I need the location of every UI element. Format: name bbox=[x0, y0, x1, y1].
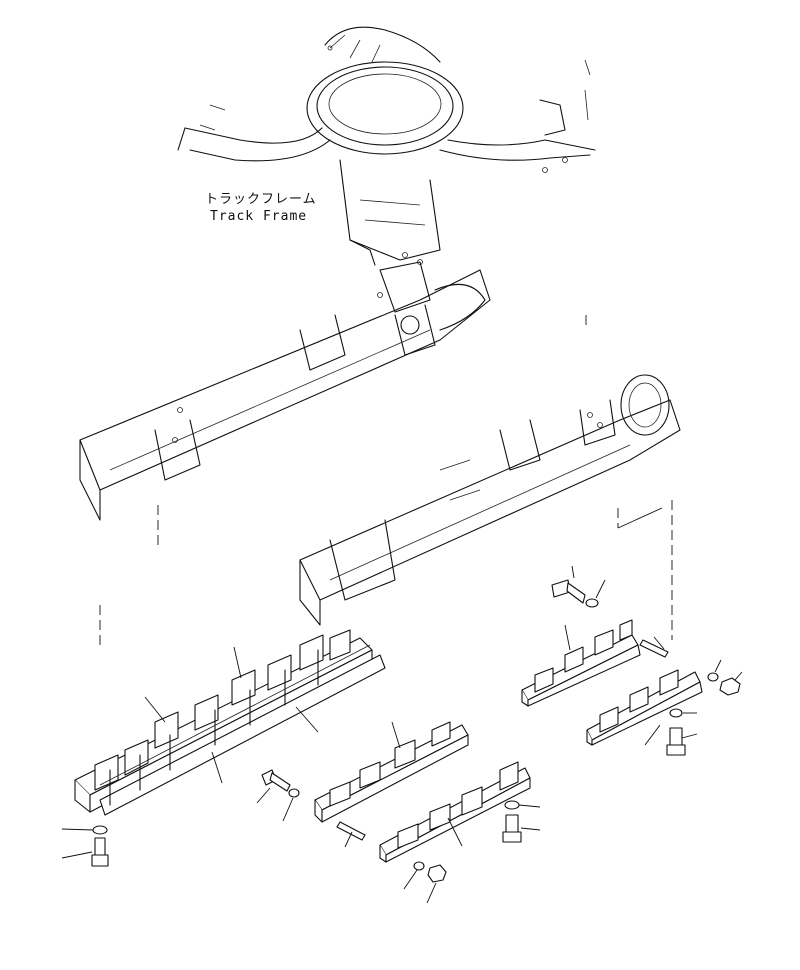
bolt-upper-right bbox=[551, 579, 586, 604]
nut-right bbox=[719, 677, 741, 696]
washer-bottom bbox=[413, 861, 425, 871]
middle-guard-left bbox=[314, 721, 469, 823]
washer-upper-right bbox=[585, 598, 599, 608]
upper-body-assembly bbox=[177, 26, 596, 266]
fasteners bbox=[91, 579, 741, 883]
nut-bottom bbox=[427, 864, 447, 883]
track-frame-label: トラックフレーム Track Frame bbox=[205, 192, 317, 224]
washer-right bbox=[707, 672, 719, 682]
bolt-lower-right bbox=[666, 727, 686, 756]
label-english: Track Frame bbox=[210, 209, 307, 224]
label-japanese: トラックフレーム bbox=[205, 192, 317, 207]
washer-middle bbox=[288, 788, 300, 798]
pin-lower-middle bbox=[336, 821, 366, 841]
short-guard-lower-right bbox=[586, 669, 703, 746]
alignment-lines bbox=[99, 315, 673, 650]
bolt-left bbox=[91, 837, 109, 867]
long-track-guard bbox=[74, 629, 386, 816]
leader-lines bbox=[61, 565, 743, 904]
washer-lower-right bbox=[669, 708, 683, 718]
middle-guard-right bbox=[379, 761, 531, 863]
bolt-middle bbox=[261, 769, 291, 792]
pin-upper-right bbox=[639, 639, 669, 658]
short-guard-upper-right bbox=[521, 619, 641, 707]
washer-left bbox=[92, 825, 108, 835]
bolt-lower-middle bbox=[502, 814, 522, 843]
track-frame bbox=[79, 261, 681, 626]
washer-lower-middle bbox=[504, 800, 520, 810]
